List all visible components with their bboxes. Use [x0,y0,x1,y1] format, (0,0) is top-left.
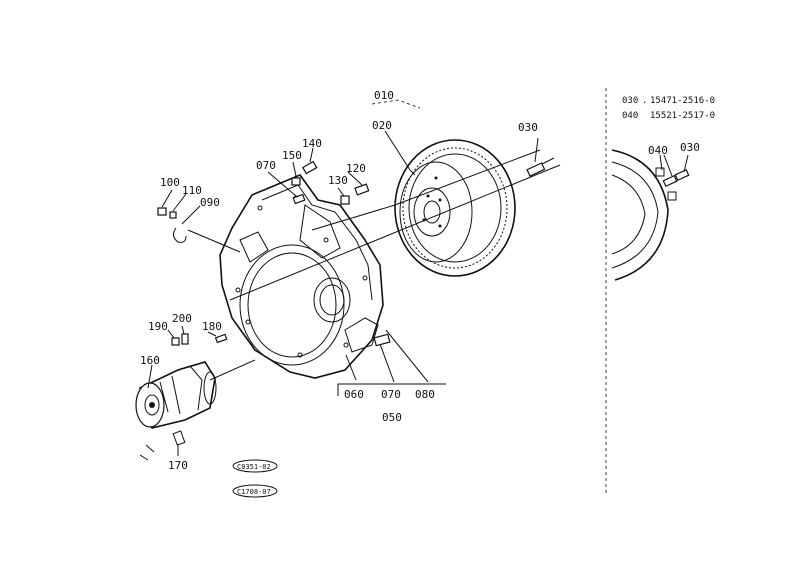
legend-row2-part: 15521-2517-0 [650,111,715,121]
fasteners [157,157,690,347]
label-030: 030 [518,121,538,134]
label-150: 150 [282,149,302,162]
stamp-2-text: C1708-07 [237,488,271,496]
stamp-1-text: C0351-02 [237,463,271,471]
label-080: 080 [415,388,435,401]
label-070-bottom: 070 [381,388,401,401]
label-060: 060 [344,388,364,401]
flywheel [394,139,516,277]
label-070-top: 070 [256,159,276,172]
label-110: 110 [182,184,202,197]
label-200: 200 [172,312,192,325]
part-labels: 010 020 030 140 150 070 120 130 100 110 … [140,89,700,472]
label-170: 170 [168,459,188,472]
label-190: 190 [148,320,168,333]
label-090: 090 [200,196,220,209]
flywheel-housing [219,174,384,379]
legend-row2-code: 040 [622,111,638,121]
label-130: 130 [328,174,348,187]
label-140: 140 [302,137,322,150]
label-030-right: 030 [680,141,700,154]
starter-motor [135,361,217,461]
label-040: 040 [648,144,668,157]
label-160: 160 [140,354,160,367]
label-100: 100 [160,176,180,189]
reference-stamps: C0351-02 C1708-07 [232,459,278,498]
flywheel-variant [611,149,677,281]
legend-row1-part: 15471-2516-0 [650,96,715,106]
label-180: 180 [202,320,222,333]
legend-row1-sep: . [642,96,647,106]
part-number-legend: 030 . 15471-2516-0 040 15521-2517-0 [622,96,715,121]
label-010: 010 [374,89,394,102]
leader-lines [147,99,689,456]
stamp-oval-1 [232,459,278,473]
legend-row1-code: 030 [622,96,638,106]
stamp-oval-2 [232,484,278,498]
label-020: 020 [372,119,392,132]
label-050: 050 [382,411,402,424]
label-120: 120 [346,162,366,175]
